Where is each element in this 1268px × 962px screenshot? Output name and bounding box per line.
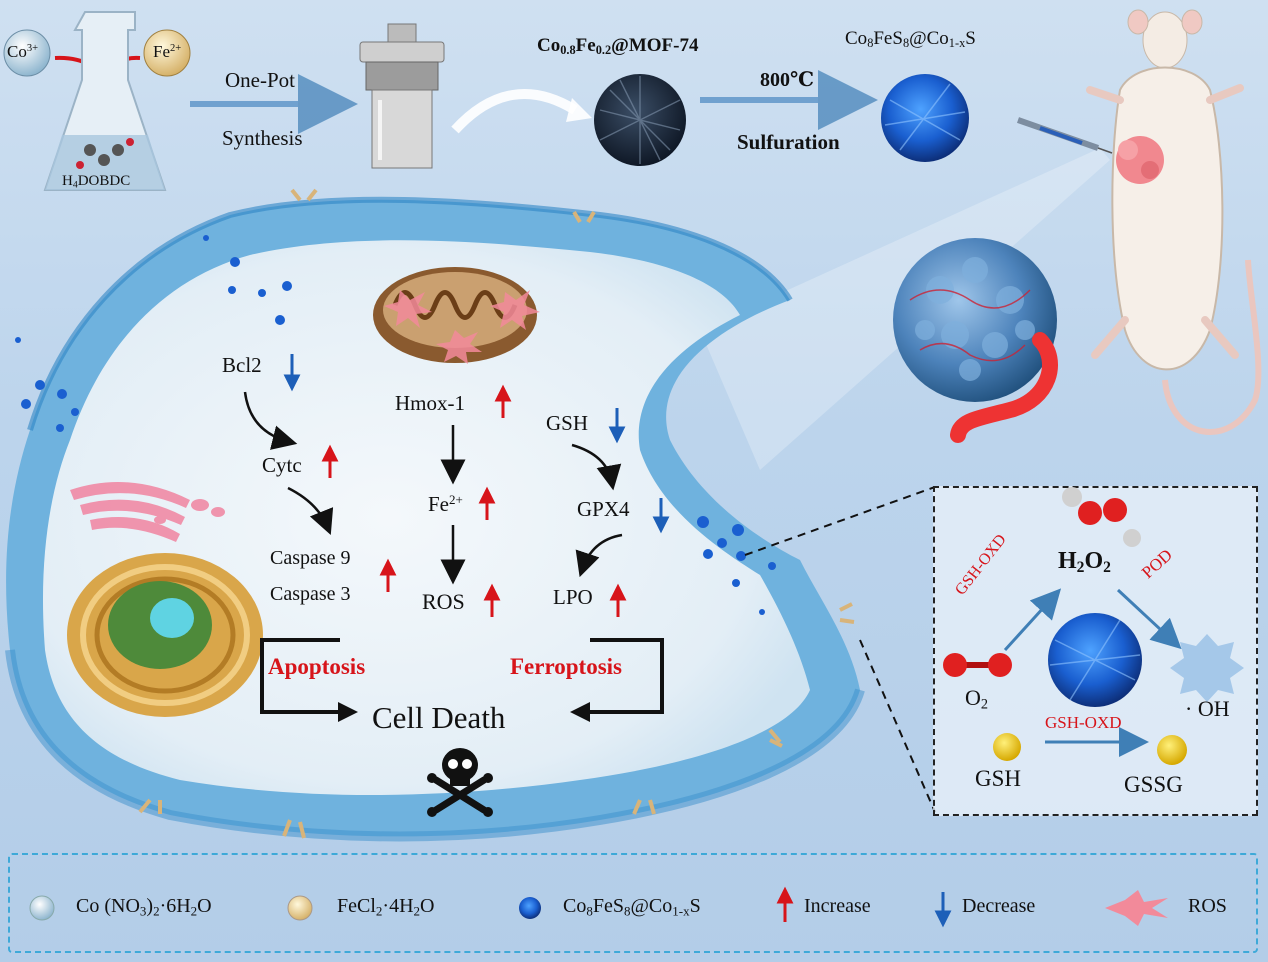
ros-increase-arrow: [483, 583, 501, 617]
apoptosis-label: Apoptosis: [268, 654, 366, 679]
mof-label: Co0.8Fe0.2@MOF-74: [537, 35, 699, 58]
legend-increase-icon: [776, 886, 794, 922]
cell-death-connectors: [260, 638, 664, 722]
gssg-label: GSSG: [1124, 772, 1183, 797]
h2o2-label: H2O2: [1058, 548, 1111, 576]
tumor-nanoparticle-icon: [893, 238, 1058, 443]
lpo-label: LPO: [553, 585, 593, 609]
hmox1-label: Hmox-1: [395, 391, 465, 415]
inset-leader-top: [744, 486, 936, 556]
ferroptosis-label: Ferroptosis: [510, 654, 623, 679]
lpo-increase-arrow: [609, 583, 627, 617]
pathway-arrows: [243, 391, 623, 585]
ros-burst-icon: [1105, 890, 1168, 926]
ligand-label: H4DOBDC: [62, 173, 131, 191]
legend-decrease-icon: [934, 892, 952, 928]
legend-co-label: Co (NO3)2·6H2O: [76, 895, 212, 919]
cytc-increase-arrow: [321, 444, 339, 478]
bcl2-decrease-arrow: [283, 354, 301, 392]
bcl2-label: Bcl2: [222, 353, 262, 377]
caspase9-label: Caspase 9: [270, 547, 351, 569]
legend-nanoparticle-icon: [519, 897, 541, 919]
synthesis-label: Synthesis: [222, 126, 303, 150]
caspase3-label: Caspase 3: [270, 583, 351, 605]
skull-icon: [427, 748, 493, 817]
co-ion-icon: [3, 29, 51, 77]
cell-death-label: Cell Death: [372, 700, 506, 735]
inset-arrows: [1003, 588, 1182, 757]
fe2-label: Fe2+: [428, 492, 463, 517]
o2-label: O2: [965, 685, 989, 713]
gsh-oxd-label-2: GSH-OXD: [1045, 713, 1122, 732]
co-ion-label: Co3+: [7, 42, 39, 61]
mof-sphere-icon: [594, 74, 686, 166]
legend-increase-label: Increase: [804, 895, 871, 917]
nanoparticle-icon: [881, 74, 969, 162]
legend-fe-label: FeCl2·4H2O: [337, 895, 435, 919]
mitochondria-icon: [373, 267, 540, 364]
ros-label: ROS: [422, 589, 465, 614]
gsh-label: GSH: [546, 411, 589, 435]
fe-ion-icon: [143, 29, 191, 77]
legend-decrease-label: Decrease: [962, 895, 1036, 917]
golgi-icon: [70, 482, 225, 542]
oh-label: · OH: [1185, 696, 1230, 721]
fe-ion-label: Fe2+: [153, 42, 182, 61]
gpx4-label: GPX4: [577, 497, 630, 521]
one-pot-label: One-Pot: [225, 68, 295, 92]
syringe-icon: [1017, 117, 1113, 154]
gsh-ball-icon: [993, 733, 1021, 761]
fe-increase-arrow: [478, 486, 496, 520]
sulfuration-label: Sulfuration: [737, 130, 840, 154]
h2o2-molecule-icon: [1062, 487, 1141, 547]
temperature-label: 800℃: [760, 69, 814, 91]
hmox-increase-arrow: [494, 384, 512, 418]
legend-box: [8, 853, 1258, 953]
gssg-ball-icon: [1157, 735, 1187, 765]
legend-nanoparticle-label: Co8FeS8@Co1-xS: [563, 895, 701, 919]
cytc-label: Cytc: [262, 453, 302, 477]
nucleus-icon: [67, 553, 263, 717]
indicator-arrows: [283, 354, 670, 617]
caspase-increase-arrow: [379, 558, 397, 592]
flask-icon: [43, 11, 167, 191]
legend-fe-icon: [287, 895, 313, 921]
autoclave-icon: [359, 23, 445, 169]
gsh-inset-label: GSH: [975, 766, 1022, 791]
product-label: Co8FeS8@Co1-xS: [845, 28, 976, 51]
gpx4-decrease-arrow: [652, 498, 670, 534]
o2-molecule-icon: [943, 653, 1012, 677]
inset-leader-bottom: [859, 639, 936, 813]
nanoparticle-dots: [15, 235, 776, 615]
legend-ros-label: ROS: [1188, 895, 1227, 917]
hydroxyl-radical-icon: [1170, 634, 1244, 702]
inset-nanoparticle-icon: [1048, 613, 1142, 707]
legend-co-icon: [29, 895, 55, 921]
tumor-icon: [1116, 136, 1164, 184]
gsh-decrease-arrow: [608, 408, 626, 444]
membrane-receptors: [138, 188, 855, 839]
